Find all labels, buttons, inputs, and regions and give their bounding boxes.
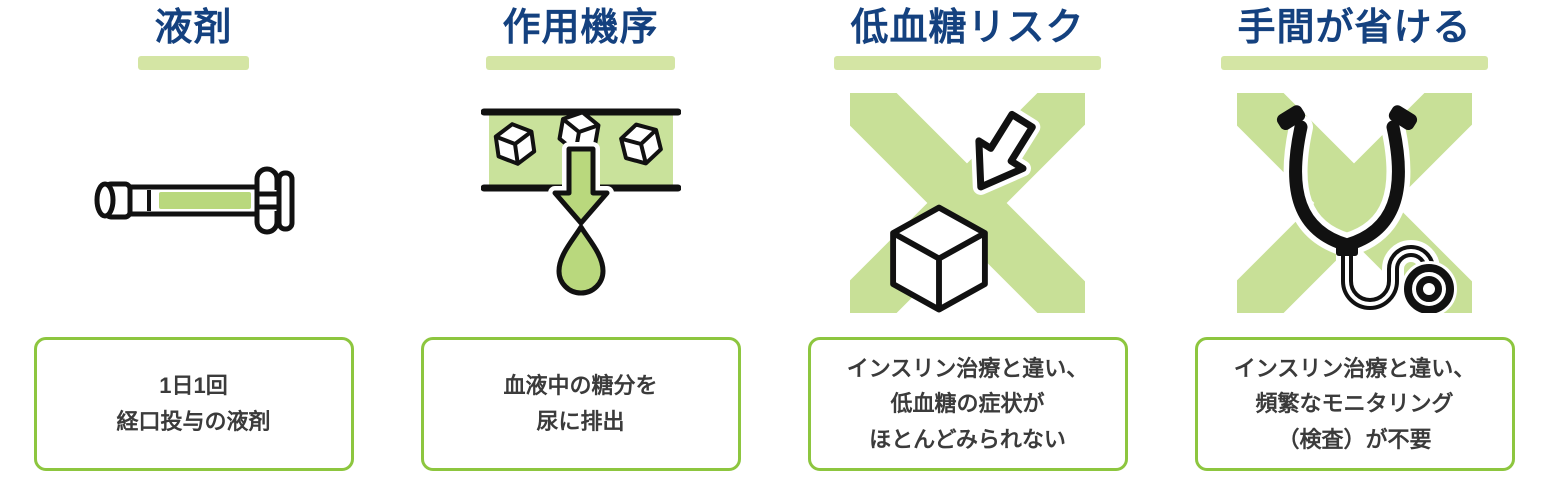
info-text-line: 頻繁なモニタリング: [1255, 391, 1454, 417]
column-title: 手間が省ける: [1237, 7, 1472, 49]
column-mechanism: 作用機序: [387, 0, 774, 477]
syringe-hook-bottom: [254, 211, 280, 235]
stethoscope-earpiece: [1388, 105, 1418, 131]
stethoscope: [1276, 105, 1457, 314]
info-text-line: 経口投与の液剤: [116, 409, 271, 434]
glucose-excretion-icon: [387, 70, 774, 337]
info-text-line: ほとんどみられない: [869, 426, 1066, 452]
info-box: インスリン治療と違い、 低血糖の症状が ほとんどみられない: [807, 337, 1128, 471]
stethoscope-connector: [1336, 241, 1358, 257]
urine-droplet: [556, 224, 605, 296]
down-arrow: [552, 146, 609, 226]
syringe-thumb-rest: [276, 170, 295, 232]
column-hypoglycemia-risk: 低血糖リスク インスリン治療と違い、 低血糖の症状が: [774, 0, 1161, 477]
column-title: 低血糖リスク: [850, 7, 1085, 49]
column-formulation: 液剤 1日1回 経口投与の液剤: [0, 0, 387, 477]
column-convenience: 手間が省ける: [1161, 0, 1548, 477]
syringe-liquid: [159, 192, 251, 210]
syringe-icon: [0, 70, 387, 337]
info-text-line: 1日1回: [159, 373, 228, 399]
info-box: インスリン治療と違い、 頻繁なモニタリング （検査）が不要: [1194, 337, 1515, 471]
sugar-cube: [618, 122, 663, 166]
info-box: 1日1回 経口投与の液剤: [33, 337, 354, 471]
title-underline: [138, 55, 249, 70]
title-underline: [1221, 55, 1488, 70]
syringe-tip-ring: [94, 181, 116, 219]
info-box: 血液中の糖分を 尿に排出: [420, 337, 741, 471]
down-arrow: [970, 106, 1041, 196]
column-title-block: 作用機序: [486, 6, 675, 70]
column-title-block: 低血糖リスク: [834, 6, 1101, 70]
syringe-hook-top: [254, 166, 280, 191]
info-text-line: 低血糖の症状が: [890, 391, 1045, 417]
info-text-line: インスリン治療と違い、: [846, 355, 1089, 381]
sugar-cube: [493, 122, 536, 167]
info-text-line: 血液中の糖分を: [503, 373, 658, 399]
stethoscope-earpiece: [1276, 105, 1306, 131]
title-underline: [486, 55, 675, 70]
sugar-cube: [890, 204, 988, 313]
column-title: 液剤: [154, 7, 233, 49]
column-title-block: 手間が省ける: [1221, 6, 1488, 70]
info-text-line: インスリン治療と違い、: [1233, 355, 1476, 381]
info-text-line: （検査）が不要: [1277, 426, 1432, 452]
stethoscope-crossed-icon: [1161, 70, 1548, 337]
info-text-line: 尿に排出: [536, 409, 625, 434]
title-underline: [834, 55, 1101, 70]
column-title-block: 液剤: [138, 6, 249, 70]
column-title: 作用機序: [502, 7, 659, 49]
sugar-cube-crossed-icon: [774, 70, 1161, 337]
